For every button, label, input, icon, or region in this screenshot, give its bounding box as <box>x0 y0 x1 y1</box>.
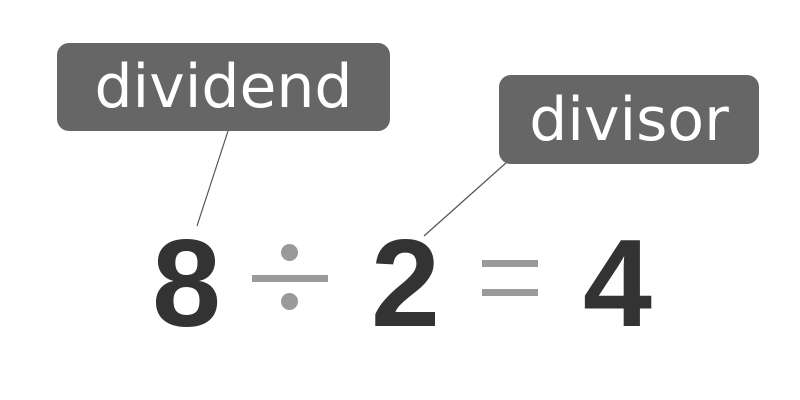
equals-bar-bottom <box>482 289 538 296</box>
divisor-label: divisor <box>499 75 759 164</box>
equals-bar-top <box>482 260 538 267</box>
divide-dot-top <box>281 244 298 261</box>
quotient-number: 4 <box>583 215 652 353</box>
dividend-number: 8 <box>152 215 221 353</box>
divide-dot-bottom <box>281 293 298 310</box>
dividend-leader-line <box>196 130 229 227</box>
divisor-number: 2 <box>371 215 440 353</box>
divisor-leader-line <box>423 161 508 237</box>
divide-bar <box>252 275 328 282</box>
dividend-label: dividend <box>57 43 390 131</box>
